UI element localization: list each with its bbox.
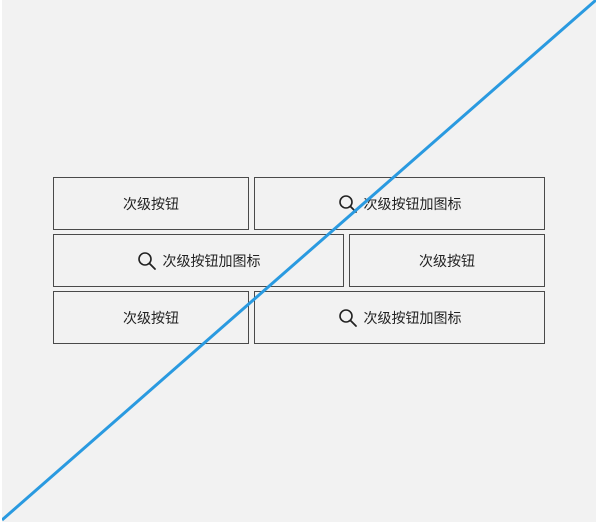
button-label: 次级按钮 bbox=[123, 196, 179, 213]
secondary-button-with-icon[interactable]: 次级按钮加图标 bbox=[254, 177, 545, 230]
button-label: 次级按钮 bbox=[123, 310, 179, 327]
button-label: 次级按钮加图标 bbox=[363, 310, 462, 327]
search-icon bbox=[338, 308, 358, 328]
button-label: 次级按钮加图标 bbox=[363, 196, 462, 213]
button-label: 次级按钮 bbox=[419, 253, 475, 270]
button-label: 次级按钮加图标 bbox=[162, 253, 261, 270]
secondary-button[interactable]: 次级按钮 bbox=[53, 291, 249, 344]
search-icon bbox=[137, 251, 157, 271]
search-icon bbox=[338, 194, 358, 214]
secondary-button[interactable]: 次级按钮 bbox=[53, 177, 249, 230]
secondary-button[interactable]: 次级按钮 bbox=[349, 234, 545, 287]
secondary-button-with-icon[interactable]: 次级按钮加图标 bbox=[254, 291, 545, 344]
secondary-button-with-icon[interactable]: 次级按钮加图标 bbox=[53, 234, 344, 287]
